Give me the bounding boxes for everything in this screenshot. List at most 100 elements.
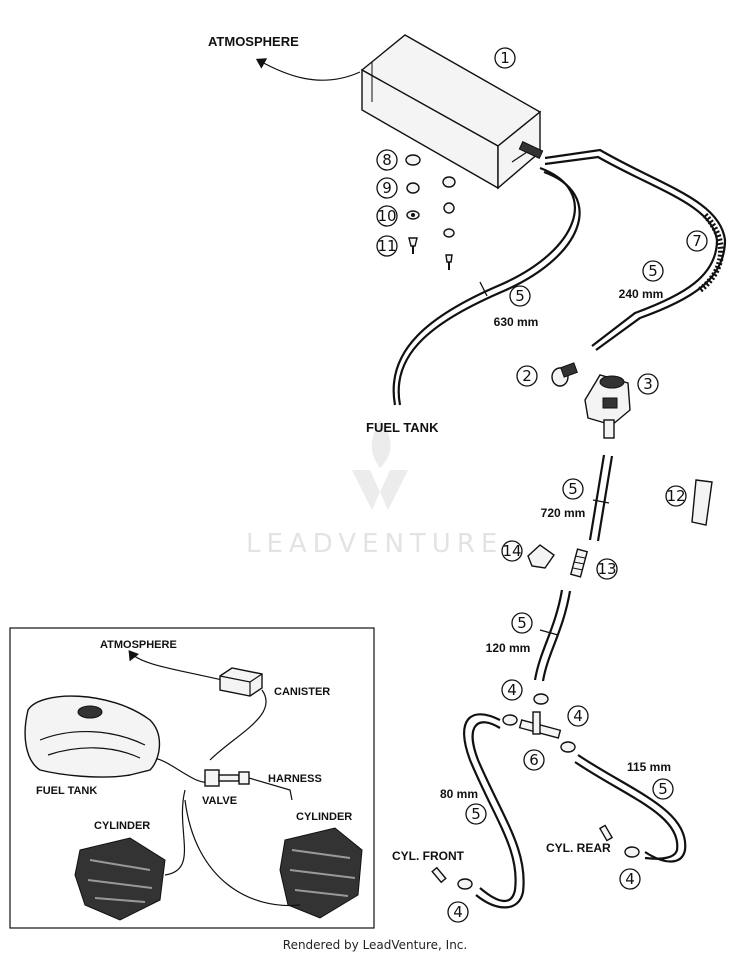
hose-120mm	[533, 589, 564, 681]
callout-13-number: 13	[597, 560, 616, 578]
nipple-rear	[598, 824, 614, 842]
hose-break-720	[592, 499, 610, 504]
hose-80mm-edge	[471, 721, 525, 909]
hose-clamps	[457, 693, 640, 890]
inset-line-to-cylinder-left	[164, 789, 186, 876]
t-piece-part	[518, 711, 562, 739]
callout-9	[376, 177, 398, 199]
atmosphere-arrow	[255, 58, 361, 81]
inset-atmosphere-label: ATMOSPHERE	[100, 639, 177, 651]
callout-11-number: 11	[377, 237, 396, 255]
callout-14	[501, 540, 523, 562]
callout-5-120-number: 5	[517, 614, 527, 632]
cyl-rear-label: CYL. REAR	[546, 841, 611, 855]
watermark-text: LEADVENTURE	[246, 529, 503, 559]
inset-canister-to-valve-line	[209, 689, 267, 761]
callout-5-115-number: 5	[658, 780, 668, 798]
callout-12	[665, 485, 687, 507]
callout-9-number: 9	[382, 179, 392, 197]
callout-6-number: 6	[529, 751, 539, 769]
hose-240mm-edge	[544, 155, 719, 347]
hose-115mm	[577, 754, 687, 863]
fasteners-right	[442, 176, 456, 270]
callout-3	[637, 373, 659, 395]
inset-harness-label: HARNESS	[268, 773, 322, 785]
callout-5-240-number: 5	[648, 262, 658, 280]
fasteners-left	[405, 154, 421, 254]
callout-14-number: 14	[502, 542, 521, 560]
hose-break-630	[479, 281, 488, 297]
callout-6	[523, 749, 545, 771]
callout-13	[596, 558, 618, 580]
hose-120mm-edge	[541, 590, 572, 682]
hose-80mm	[463, 713, 517, 903]
inset-canister-label: CANISTER	[274, 686, 330, 698]
nipple-front	[431, 866, 447, 884]
hose-630mm	[392, 166, 576, 406]
callout-8-number: 8	[382, 151, 392, 169]
atmosphere-label: ATMOSPHERE	[208, 34, 299, 49]
hose-720mm	[588, 454, 606, 541]
connector-part	[551, 362, 578, 387]
callout-2	[516, 365, 538, 387]
callout-10-number: 10	[377, 207, 396, 225]
clip-part	[527, 544, 555, 569]
hose-630mm-edge	[397, 170, 581, 406]
inset-atmosphere-arrow	[128, 650, 223, 681]
callout-5-80-number: 5	[471, 805, 481, 823]
callout-7-number: 7	[692, 232, 702, 250]
inset-valve-label: VALVE	[202, 795, 237, 807]
callout-5-720	[562, 478, 584, 500]
measurement-80mm: 80 mm	[440, 787, 478, 801]
callout-5-240	[642, 260, 664, 282]
measurement-115mm: 115 mm	[627, 760, 671, 774]
callout-4-rear-number: 4	[625, 870, 635, 888]
callout-1-number: 1	[500, 49, 510, 67]
callout-4-top	[501, 679, 523, 701]
callout-1	[494, 47, 516, 69]
callout-5-720-number: 5	[568, 480, 578, 498]
footer-credit: Rendered by LeadVenture, Inc.	[283, 938, 467, 952]
inset-line-to-cylinder-right	[184, 799, 301, 907]
cyl-front-label: CYL. FRONT	[392, 849, 465, 863]
purge-valve-part	[584, 374, 631, 439]
callout-4-right	[567, 705, 589, 727]
callout-10	[376, 205, 398, 227]
hose-240mm	[544, 148, 727, 351]
callout-5-120	[511, 612, 533, 634]
callout-5-630-number: 5	[515, 287, 525, 305]
callout-12-number: 12	[666, 487, 685, 505]
callout-7	[686, 230, 708, 252]
sleeve-part	[698, 212, 724, 293]
measurement-720mm: 720 mm	[541, 506, 586, 520]
measurement-240mm: 240 mm	[619, 287, 664, 301]
callout-4-front-number: 4	[453, 903, 463, 921]
inset-cylinder-right-label: CYLINDER	[296, 811, 352, 823]
check-valve-part	[569, 548, 589, 578]
inset-fuel-tank	[24, 695, 161, 778]
callout-3-number: 3	[643, 375, 653, 393]
callout-5-630	[509, 285, 531, 307]
inset-harness-wire	[248, 777, 293, 801]
hose-115mm-edge	[574, 761, 679, 860]
callout-8	[376, 149, 398, 171]
callout-4-top-number: 4	[507, 681, 517, 699]
measurement-120mm: 120 mm	[486, 641, 531, 655]
inset-cylinder-left	[74, 837, 166, 921]
callout-5-80	[465, 803, 487, 825]
callout-5-115	[652, 778, 674, 800]
hose-break-120	[539, 629, 559, 636]
callout-4-right-number: 4	[573, 707, 583, 725]
inset-fuel-tank-label: FUEL TANK	[36, 785, 97, 797]
measurement-630mm: 630 mm	[494, 315, 539, 329]
callout-4-rear	[619, 868, 641, 890]
callout-11	[376, 235, 398, 257]
strap-part	[691, 479, 713, 526]
hose-720mm-edge	[596, 455, 614, 542]
canister-part	[360, 34, 544, 190]
inset-canister	[219, 667, 263, 697]
callout-2-number: 2	[522, 367, 532, 385]
callout-4-front	[447, 901, 469, 923]
leadventure-watermark-logo	[352, 420, 408, 510]
